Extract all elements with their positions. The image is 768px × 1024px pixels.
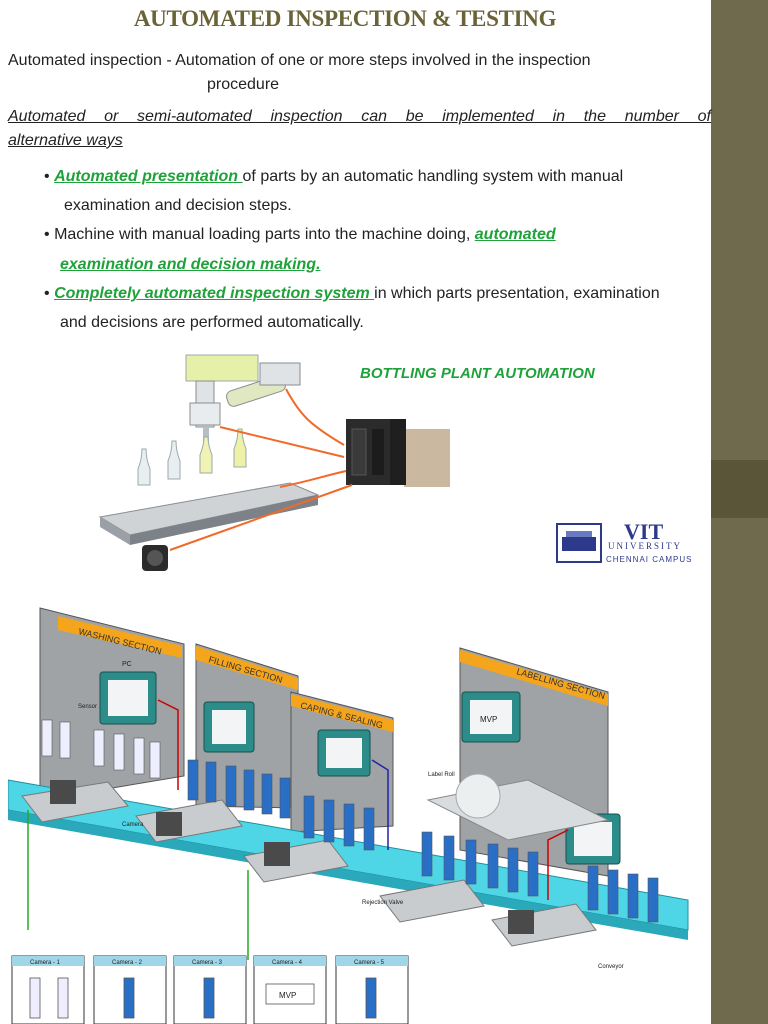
mvp-thumb-label: MVP xyxy=(279,991,296,1000)
vit-sub: UNIVERSITY xyxy=(608,541,682,551)
intro-line-1: Automated inspection - Automation of one… xyxy=(8,52,591,69)
camera-3-label: Camera - 3 xyxy=(192,960,223,966)
vit-logo: VIT UNIVERSITY CHENNAI CAMPUS xyxy=(556,519,706,575)
bullet-1-cont: examination and decision steps. xyxy=(64,197,292,214)
camera-2-label: Camera - 2 xyxy=(112,960,143,966)
bullet-dot: • xyxy=(44,168,50,185)
camera-label: Camera xyxy=(122,822,144,828)
bullet-dot: • xyxy=(44,226,50,243)
bullet-dot: • xyxy=(44,285,50,302)
label-roll-text: Label Roll xyxy=(428,772,455,778)
camera-5-label: Camera - 5 xyxy=(354,960,385,966)
vit-name: VIT xyxy=(624,519,664,544)
pc-label: PC xyxy=(122,661,132,668)
mvp-label: MVP xyxy=(480,715,497,724)
camera-1-label: Camera - 1 xyxy=(30,960,61,966)
slide-title: AUTOMATED INSPECTION & TESTING xyxy=(133,6,557,31)
vit-crest-icon xyxy=(556,523,602,563)
bullet-1-highlight: Automated presentation xyxy=(54,168,243,185)
bullet-1-text: of parts by an automatic handling system… xyxy=(242,168,624,185)
sensor-label: Sensor xyxy=(78,704,97,710)
conveyor-label: Conveyor xyxy=(598,964,624,970)
bullet-2: • Machine with manual loading parts into… xyxy=(44,226,556,244)
bullet-2-cont: examination and decision making. xyxy=(60,256,321,273)
sidebar-accent xyxy=(711,460,768,518)
bullet-2-highlight: automated xyxy=(474,226,556,243)
intro-line-2: procedure xyxy=(207,76,280,93)
rejection-label: Rejection Valve xyxy=(362,900,404,906)
sidebar-band xyxy=(711,0,768,1024)
bullet-1: • Automated presentation of parts by an … xyxy=(44,168,623,186)
bullet-2-text: Machine with manual loading parts into t… xyxy=(54,226,475,243)
bullet-3-text: in which parts presentation, examination xyxy=(374,285,660,302)
bottling-diagram xyxy=(98,354,450,571)
bullet-3: • Completely automated inspection system… xyxy=(44,285,660,303)
vit-campus: CHENNAI CAMPUS xyxy=(606,555,693,564)
diagram-caption: BOTTLING PLANT AUTOMATION xyxy=(360,365,595,382)
camera-4-label: Camera - 4 xyxy=(272,960,303,966)
subtitle-line-2: alternative ways xyxy=(8,132,123,149)
bullet-3-cont: and decisions are performed automaticall… xyxy=(60,314,364,331)
subtitle-line-1: Automated or semi-automated inspection c… xyxy=(8,108,711,125)
bullet-3-highlight: Completely automated inspection system xyxy=(54,285,375,302)
plant-layout-diagram: WASHING SECTION FILLING SECTION CAPING &… xyxy=(8,607,689,1024)
